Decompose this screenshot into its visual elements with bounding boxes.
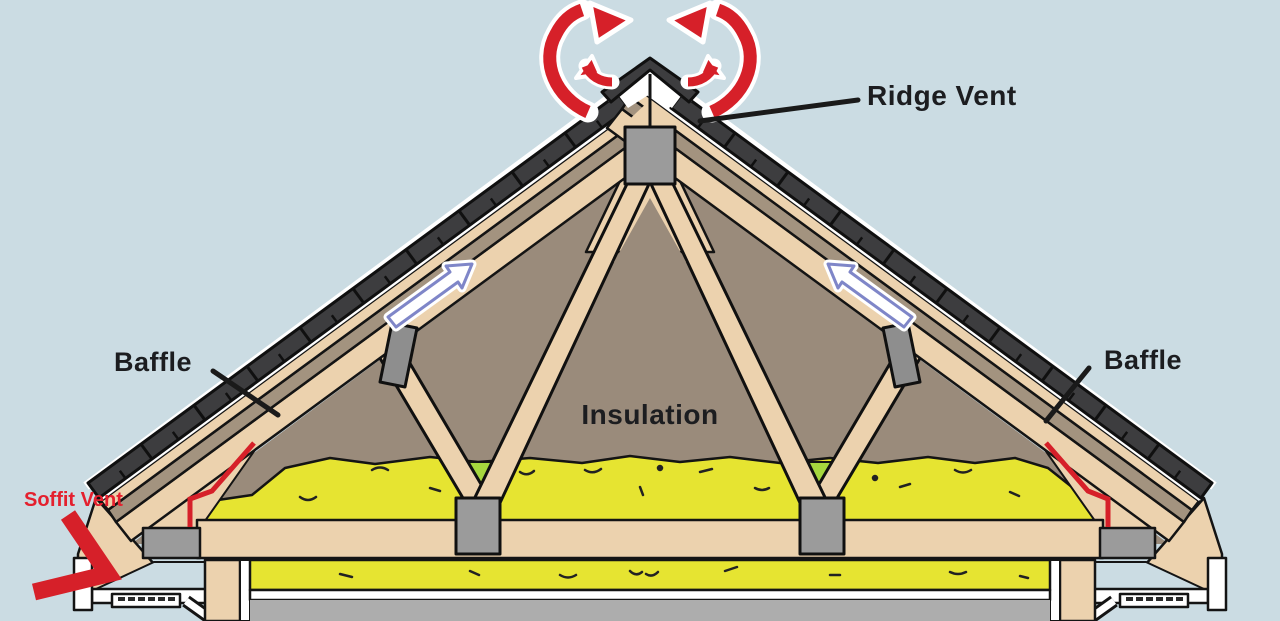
wall-stud-left: [203, 558, 242, 621]
soffit-vent-label: Soffit Vent: [24, 489, 123, 511]
ceiling-insulation-marks: [338, 565, 1030, 580]
baffle-left-pointer-line: [210, 368, 281, 418]
shingle-course-line: [776, 170, 790, 188]
shingle-course-line: [245, 365, 259, 382]
attic-airflow-arrows: [383, 259, 917, 332]
shingle-course-line: [1173, 470, 1182, 479]
shingle-course-line: [139, 443, 153, 460]
shingle-course-line: [723, 132, 737, 149]
airflow-arrow-left-icon: [386, 262, 474, 329]
house-lower-section: [203, 558, 1097, 621]
ridge-vent-cap: [600, 56, 700, 104]
shingle-course-line: [171, 431, 180, 440]
ridge-arrow-right-icon: [709, 3, 757, 118]
shingle-course-line: [298, 326, 312, 343]
shingle-course-line: [404, 248, 418, 265]
baffle-red-left: [187, 441, 256, 527]
baffle-board-left: [378, 321, 419, 389]
baffle-board-right: [881, 321, 922, 389]
shingle-course-line: [1067, 392, 1076, 401]
ridge-airflow-arrows: [539, 0, 761, 123]
soffit-vent-slats-right: [1126, 597, 1183, 601]
wall-stud-right: [1058, 558, 1097, 621]
soffit-vent-slats-left: [118, 597, 175, 601]
room-interior: [250, 600, 1050, 621]
heel-gusset-left: [141, 526, 202, 560]
shingle-course-line: [595, 119, 604, 129]
shingle-course-line: [489, 197, 498, 207]
web-gusset-left: [454, 496, 502, 556]
shingle-course-line: [510, 170, 524, 188]
eave-right: [1082, 556, 1228, 621]
shingle-course-line: [802, 197, 811, 207]
attic-insulation-blanket: [203, 454, 1097, 523]
shingle-course-line: [277, 353, 286, 363]
shingle-course-line: [542, 158, 551, 168]
ridge-arrow-left-head: [587, 0, 634, 45]
insulation-texture-marks: [298, 464, 1021, 502]
shingle-course-line: [330, 314, 339, 324]
shingle-course-line: [383, 275, 392, 285]
shingle-course-line: [192, 404, 206, 421]
soffit-vent-arrow-icon: [31, 510, 122, 601]
fascia-right: [1206, 556, 1228, 612]
ridge-vent-pointer-line: [697, 97, 861, 124]
web-gusset-right: [798, 496, 846, 556]
shingle-course-line: [224, 392, 233, 401]
shingle-course-line: [882, 248, 896, 265]
shingle-course-line: [1041, 365, 1055, 382]
insulation-label: Insulation: [581, 399, 718, 430]
attic-interior: [131, 160, 1169, 544]
airflow-arrow-right-icon: [826, 262, 914, 329]
shingle-course-line: [988, 326, 1002, 343]
ridge-hook-left-icon: [581, 64, 613, 87]
ridge-block: [623, 125, 677, 186]
ceiling-drywall: [248, 588, 1052, 602]
ridge-vent-label: Ridge Vent: [867, 80, 1017, 111]
baffle-red-right: [1044, 441, 1111, 527]
shingle-course-line: [1147, 443, 1161, 460]
baffle-left-label: Baffle: [114, 347, 192, 377]
attic-sliver-below-ridge-block: [614, 198, 686, 262]
shingle-course-line: [457, 209, 471, 227]
shingle-course-line: [829, 209, 843, 227]
annotations: Ridge Vent Baffle Baffle Insulation Soff…: [24, 80, 1182, 601]
shingle-course-line: [118, 470, 127, 479]
baffle-right-label: Baffle: [1104, 345, 1182, 375]
truss-bottom-chord: [195, 518, 1105, 560]
shingle-course-line: [1120, 431, 1129, 440]
shingle-course-line: [1094, 404, 1108, 421]
shingle-course-line: [749, 158, 758, 168]
ridge-hook-right-icon: [687, 64, 719, 87]
ridge-arrow-right-head: [666, 0, 713, 45]
shingle-course-line: [855, 236, 864, 246]
shingle-course-line: [908, 275, 917, 285]
shingle-course-line: [935, 287, 949, 304]
shingle-course-line: [1014, 353, 1023, 363]
shingle-course-line: [961, 314, 970, 324]
shingle-course-line: [436, 236, 445, 246]
heel-gusset-right: [1098, 526, 1157, 560]
baffle-right-pointer-line: [1043, 365, 1092, 424]
wall-face-left: [239, 559, 251, 621]
ridge-arrow-left-icon: [543, 3, 591, 118]
wall-face-right: [1049, 559, 1061, 621]
shingle-course-lines: [118, 119, 1182, 479]
ridge-vent-gap-right: [636, 68, 684, 108]
shingle-course-line: [563, 132, 577, 149]
shingle-course-line: [351, 287, 365, 304]
